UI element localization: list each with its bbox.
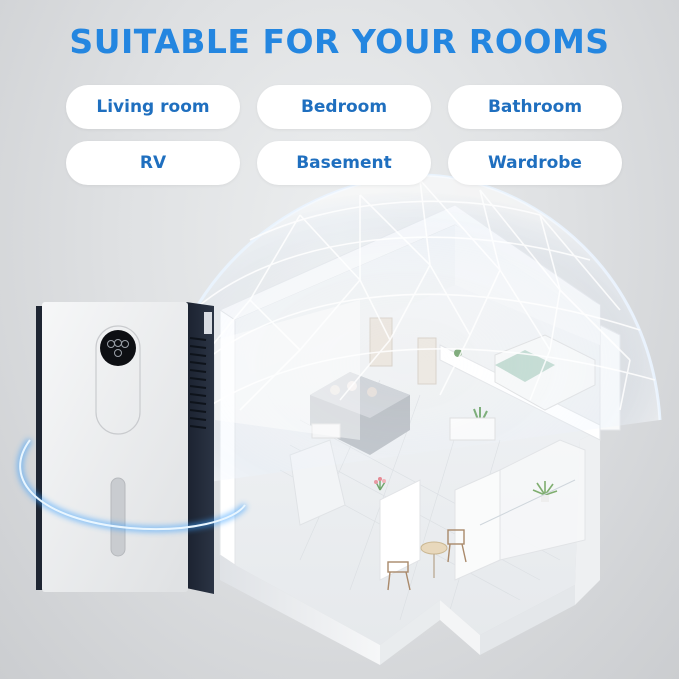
room-pill-living-room: Living room: [66, 85, 240, 129]
room-label: Wardrobe: [488, 153, 582, 173]
protection-dome: [148, 173, 662, 491]
room-pill-wardrobe: Wardrobe: [448, 141, 622, 185]
room-pill-basement: Basement: [257, 141, 431, 185]
water-level-window: [110, 477, 126, 557]
page-title: SUITABLE FOR YOUR ROOMS: [69, 22, 610, 61]
room-label: Bedroom: [300, 97, 388, 117]
room-label: Bathroom: [487, 97, 583, 117]
control-panel: [100, 330, 136, 366]
room-label: Basement: [296, 153, 392, 173]
room-label: Living room: [96, 97, 210, 117]
balcony-furniture: [387, 529, 467, 591]
timer-icon: [114, 349, 122, 357]
fan-icon: [121, 340, 129, 348]
dehumidifier-device: [36, 302, 214, 594]
room-pill-rv: RV: [66, 141, 240, 185]
room-pill-bathroom: Bathroom: [448, 85, 622, 129]
room-pill-bedroom: Bedroom: [257, 85, 431, 129]
room-label: RV: [139, 153, 167, 173]
airflow-beam: [215, 300, 360, 440]
